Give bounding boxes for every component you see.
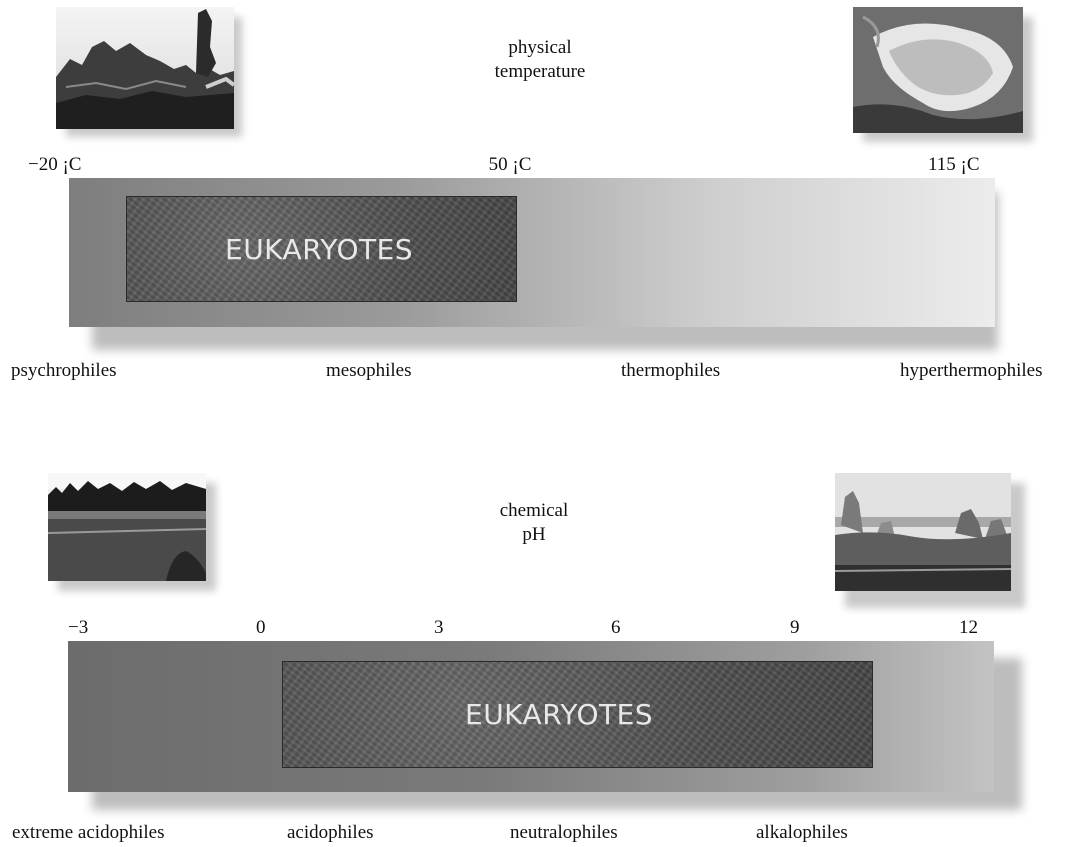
temperature-tick-min: −20 ¡C <box>28 154 81 176</box>
category-acidophiles: acidophiles <box>287 822 374 844</box>
ph-tick-12: 12 <box>959 617 978 639</box>
temperature-title-line2: temperature <box>440 61 640 83</box>
ph-tick-3: 3 <box>434 617 444 639</box>
ph-tick-neg3: −3 <box>68 617 88 639</box>
cold-landscape-photo <box>56 7 242 137</box>
ph-title-line1: chemical <box>434 500 634 522</box>
ph-eukaryotes-range: EUKARYOTES <box>282 661 873 768</box>
temperature-title-line1: physical <box>440 37 640 59</box>
category-alkalophiles: alkalophiles <box>756 822 848 844</box>
ph-eukaryotes-label: EUKARYOTES <box>465 698 653 731</box>
ph-tick-9: 9 <box>790 617 800 639</box>
temperature-eukaryotes-range: EUKARYOTES <box>126 196 517 302</box>
category-neutralophiles: neutralophiles <box>510 822 618 844</box>
category-psychrophiles: psychrophiles <box>11 360 117 382</box>
ph-title-line2: pH <box>434 524 634 546</box>
temperature-tick-mid: 50 ¡C <box>470 154 550 176</box>
category-hyperthermophiles: hyperthermophiles <box>900 360 1042 382</box>
ph-tick-0: 0 <box>256 617 266 639</box>
category-extreme-acidophiles: extreme acidophiles <box>12 822 164 844</box>
temperature-tick-max: 115 ¡C <box>928 154 980 176</box>
alkaline-lake-photo <box>835 473 1025 608</box>
hot-spring-photo <box>853 7 1033 142</box>
temperature-eukaryotes-label: EUKARYOTES <box>225 233 413 266</box>
ph-tick-6: 6 <box>611 617 621 639</box>
category-mesophiles: mesophiles <box>326 360 412 382</box>
acidic-lake-photo <box>48 473 216 591</box>
category-thermophiles: thermophiles <box>621 360 720 382</box>
